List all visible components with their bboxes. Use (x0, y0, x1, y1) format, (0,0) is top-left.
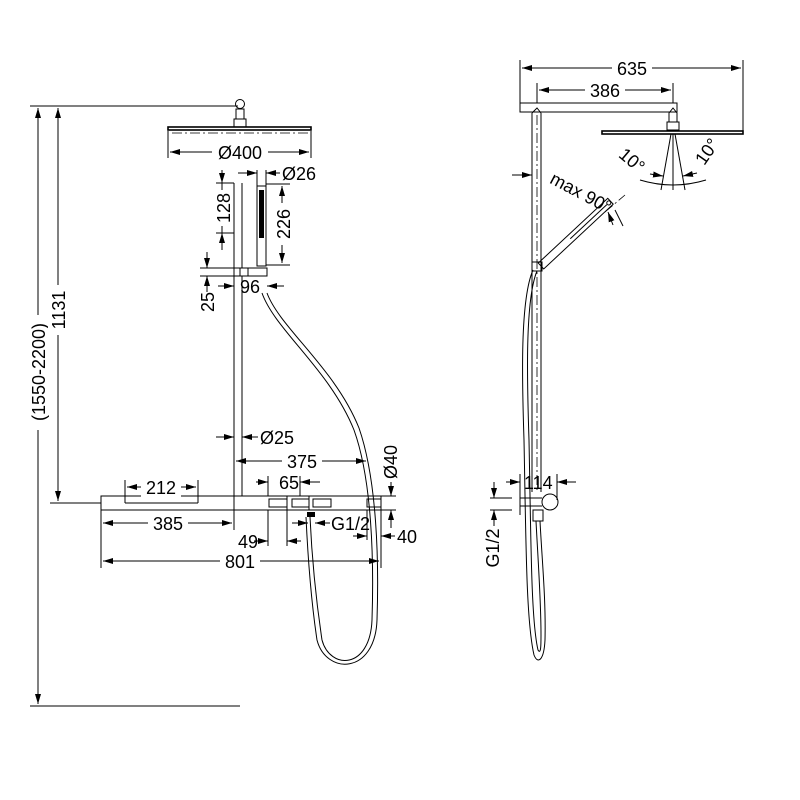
head-diameter-label: Ø400 (218, 143, 262, 163)
height-1131-label: 1131 (49, 291, 69, 330)
dimension-375: 375 (236, 451, 366, 472)
dimension-1131: 1131 (48, 108, 101, 504)
handshower-length-label: 226 (274, 209, 294, 239)
handshower-side: max 90° (512, 168, 626, 272)
dimension-128: 128 (214, 170, 234, 250)
dimension-386: 386 (536, 80, 674, 103)
dimension-65: 65 (256, 473, 320, 496)
connection-thread-label: G1/2 (331, 514, 370, 534)
thermostat-side: 114 (506, 473, 576, 522)
pipe-diameter-label: Ø25 (260, 428, 294, 448)
dimension-96: 96 (218, 277, 284, 297)
dimension-226: 226 (266, 183, 294, 266)
shower-hose-front (261, 292, 379, 665)
dimension-handshower-diameter: Ø26 (238, 164, 316, 186)
dimension-801: 801 (103, 510, 382, 572)
dimension-212: 212 (124, 477, 199, 503)
total-height-label: (1550-2200) (29, 323, 49, 421)
front-view: (1550-2200) 1131 Ø400 (28, 99, 417, 707)
thermostat-bar (91, 495, 382, 517)
shower-arm-side (519, 102, 744, 492)
end-offset-label: 40 (397, 527, 417, 547)
holder-height-label: 128 (214, 193, 234, 223)
arm-projection-label: 635 (617, 59, 647, 79)
tilt-left-label: 10° (615, 144, 649, 177)
dimension-g12-side: G1/2 (483, 482, 512, 568)
shower-head-front (167, 99, 312, 134)
thermostat-depth-label: 114 (524, 473, 553, 493)
handshower-diameter-label: Ø26 (282, 164, 316, 184)
dimension-25: 25 (198, 252, 234, 312)
dimension-g12-front: G1/2 (292, 514, 370, 534)
handshower-angle-label: max 90° (547, 168, 615, 217)
arm-to-head-label: 386 (590, 81, 620, 101)
overall-width-label: 801 (225, 552, 255, 572)
dimension-bar-diameter: Ø40 (381, 445, 401, 528)
riser-pipe (233, 276, 243, 496)
pipe-to-outlet-label: 375 (287, 452, 317, 472)
side-thread-label: G1/2 (483, 528, 503, 567)
bracket-width-label: 96 (240, 277, 260, 297)
head-tilt-angles: 10° 10° (615, 133, 723, 191)
shelf-width-label: 212 (146, 478, 176, 498)
left-to-pipe-label: 385 (153, 514, 183, 534)
dimension-head-diameter: Ø400 (167, 131, 312, 163)
dimension-385: 385 (100, 496, 235, 568)
control-spacing-label: 65 (279, 473, 299, 493)
bar-diameter-label: Ø40 (381, 445, 401, 479)
pipe-to-control-label: 49 (238, 532, 258, 552)
bracket-height-label: 25 (198, 292, 218, 312)
shower-hose-side (522, 269, 546, 661)
handshower-holder (233, 183, 268, 277)
dimension-40: 40 (353, 510, 417, 547)
dimension-pipe-diameter: Ø25 (216, 428, 294, 448)
dimension-total-height: (1550-2200) (28, 105, 240, 707)
dimension-635: 635 (519, 58, 744, 131)
dimension-49: 49 (238, 510, 301, 552)
tilt-right-label: 10° (691, 135, 723, 169)
side-view: 635 386 10° 10° (483, 58, 744, 661)
